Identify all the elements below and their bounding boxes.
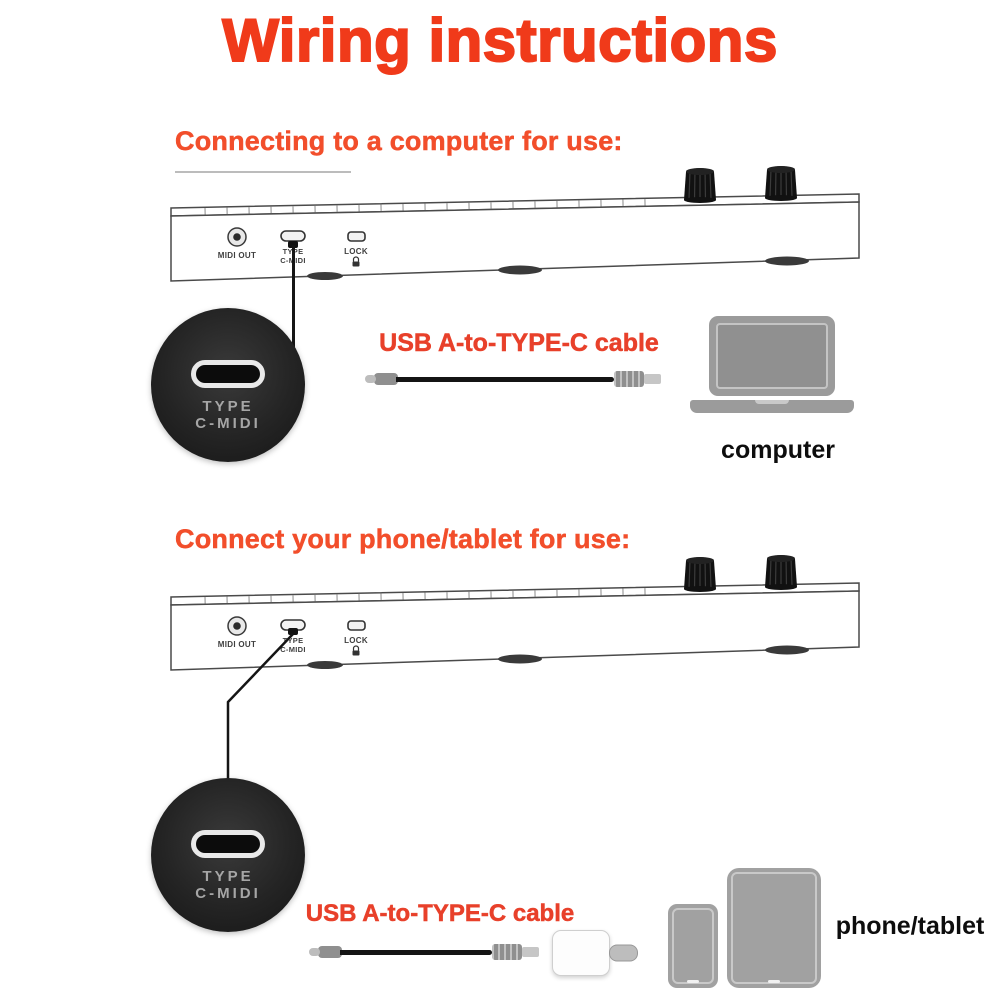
section-heading-computer: Connecting to a computer for use: (175, 126, 623, 157)
laptop-icon (690, 316, 854, 413)
callout-line (292, 245, 295, 351)
midi-keyboard-device: MIDI OUT TYPE C-MIDI LOCK (170, 166, 860, 282)
type-c-port-closeup (191, 830, 265, 858)
usb-a-plug-icon (492, 944, 540, 960)
device-foot (765, 256, 809, 266)
otg-adapter-icon (552, 930, 610, 976)
lock-label: LOCK (344, 247, 368, 256)
device-foot (307, 661, 343, 669)
usb-c-plug-icon (365, 373, 405, 385)
usb-c-plug-icon (309, 946, 349, 958)
laptop-base (690, 400, 854, 413)
computer-label: computer (721, 436, 835, 464)
section-heading-phone-tablet: Connect your phone/tablet for use: (175, 524, 631, 555)
type-c-label-line2: C-MIDI (280, 645, 306, 654)
cable-label: USB A-to-TYPE-C cable (305, 900, 575, 928)
device-front-panel (170, 590, 860, 671)
cable-wire (396, 377, 614, 382)
laptop-screen (709, 316, 835, 396)
inserted-plug (288, 628, 298, 635)
zoom-label-line1: TYPE (202, 398, 254, 415)
inserted-plug (288, 241, 298, 248)
zoom-label-line2: C-MIDI (195, 415, 261, 432)
midi-out-label: MIDI OUT (218, 640, 256, 649)
tablet-icon (727, 868, 821, 988)
lock-port (347, 231, 366, 242)
cable-wire (340, 950, 492, 955)
usb-a-plug-icon (614, 371, 662, 387)
midi-out-label: MIDI OUT (218, 251, 256, 260)
knob-icon (684, 168, 716, 203)
knob-icon (765, 555, 797, 590)
midi-keyboard-device: MIDI OUT TYPE C-MIDI LOCK (170, 555, 860, 671)
type-c-port-closeup (191, 360, 265, 388)
zoom-label-line1: TYPE (202, 868, 254, 885)
midi-out-port (227, 616, 247, 636)
device-foot (765, 645, 809, 655)
phone-tablet-label: phone/tablet (835, 912, 985, 940)
keyboard-keys-ticks (204, 199, 646, 215)
device-front-panel (170, 201, 860, 282)
lock-label: LOCK (344, 636, 368, 645)
midi-out-port (227, 227, 247, 247)
page-title: Wiring instructions (221, 7, 778, 75)
heading-underline (175, 171, 351, 173)
device-foot (307, 272, 343, 280)
type-c-zoom-circle: TYPE C-MIDI (151, 778, 305, 932)
type-c-port (280, 230, 306, 242)
zoom-label-line2: C-MIDI (195, 885, 261, 902)
lock-icon (352, 256, 360, 267)
lock-port (347, 620, 366, 631)
callout-line (226, 633, 294, 783)
type-c-label-line1: TYPE (283, 636, 304, 645)
keyboard-keys-ticks (204, 588, 646, 604)
phone-icon (668, 904, 718, 988)
cable-label: USB A-to-TYPE-C cable (379, 329, 659, 358)
device-foot (498, 265, 542, 275)
knob-icon (765, 166, 797, 201)
type-c-zoom-circle: TYPE C-MIDI (151, 308, 305, 462)
lock-icon (352, 645, 360, 656)
knob-icon (684, 557, 716, 592)
device-foot (498, 654, 542, 664)
